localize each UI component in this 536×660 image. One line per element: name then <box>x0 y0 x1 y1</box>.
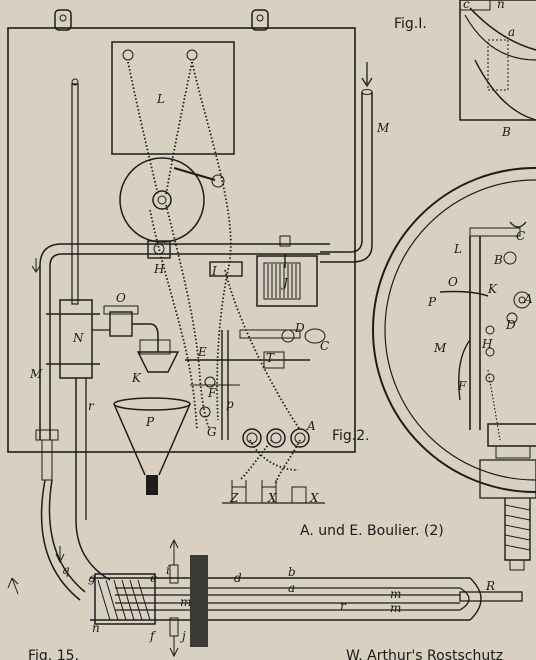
label-right-M: M <box>433 341 447 355</box>
label-right-P: P <box>427 295 437 309</box>
label-top-n: n <box>497 0 505 11</box>
label-F: F <box>207 386 217 400</box>
label-T: T <box>266 351 275 365</box>
label-b: b <box>288 565 296 579</box>
label-m-1: m <box>180 595 191 609</box>
label-M-left: M <box>29 367 43 381</box>
label-m-2: m <box>390 587 401 601</box>
label-X-1: X <box>267 491 277 505</box>
label-D: D <box>294 321 305 335</box>
label-top-a: a <box>508 25 515 39</box>
label-I: I <box>211 264 217 278</box>
fig15-caption: Fig. 15. <box>28 648 79 660</box>
label-right-F: F <box>457 379 467 393</box>
label-right-C: C <box>516 229 525 243</box>
label-top-B: B <box>501 125 511 139</box>
label-d: d <box>234 571 242 585</box>
label-n: n <box>92 621 100 635</box>
pipe-r <box>7 378 111 601</box>
label-J: J <box>280 276 289 290</box>
label-r-bottom: r <box>340 599 347 613</box>
label-right-K: K <box>487 282 498 296</box>
label-j: j <box>179 629 186 643</box>
label-H: H <box>153 262 165 276</box>
round-instrument-fig <box>372 167 536 571</box>
contact-parts <box>185 328 326 440</box>
credit-caption: A. und E. Boulier. (2) <box>300 523 444 539</box>
label-K: K <box>131 371 142 385</box>
fig2-title: Fig.2. <box>332 428 370 444</box>
label-C: C <box>320 339 329 353</box>
clockwork-L <box>111 41 235 243</box>
label-r: r <box>88 399 95 413</box>
label-M-top: M <box>376 121 390 135</box>
label-G: G <box>207 425 217 439</box>
fig2-board <box>7 9 356 453</box>
label-g: g <box>88 571 96 585</box>
label-m-3: m <box>390 601 401 615</box>
pipe-M <box>320 62 373 263</box>
label-N: N <box>72 331 84 345</box>
fig1-title: Fig.I. <box>394 16 427 32</box>
thermometer <box>71 78 79 305</box>
bottom-caption: W. Arthur's Rostschutz <box>346 648 503 660</box>
label-top-c: c <box>463 0 470 11</box>
label-a: a <box>288 581 295 595</box>
heater-tube-assembly <box>90 538 523 658</box>
label-Z: Z <box>229 491 239 505</box>
funnel-P <box>113 397 191 495</box>
label-A: A <box>306 419 316 433</box>
label-e: e <box>150 571 157 585</box>
label-right-B: B <box>493 253 503 267</box>
label-right-H: H <box>481 337 493 351</box>
label-L: L <box>156 92 165 106</box>
label-right-D: D <box>505 318 516 332</box>
label-O: O <box>116 291 126 305</box>
label-right-L: L <box>453 242 462 256</box>
fig1-top-partial <box>459 0 536 121</box>
label-p: p <box>226 397 234 411</box>
label-P: P <box>145 415 155 429</box>
label-E: E <box>197 345 207 359</box>
label-right-O: O <box>448 275 458 289</box>
label-R: R <box>485 579 495 593</box>
label-X-2: X <box>309 491 319 505</box>
label-f: f <box>149 629 157 643</box>
label-i: i <box>166 563 170 577</box>
terminals-A <box>222 428 325 504</box>
relay-J <box>256 255 318 307</box>
label-q: q <box>62 563 70 577</box>
label-right-A: A <box>523 292 533 306</box>
valve-assembly-N <box>46 299 180 379</box>
